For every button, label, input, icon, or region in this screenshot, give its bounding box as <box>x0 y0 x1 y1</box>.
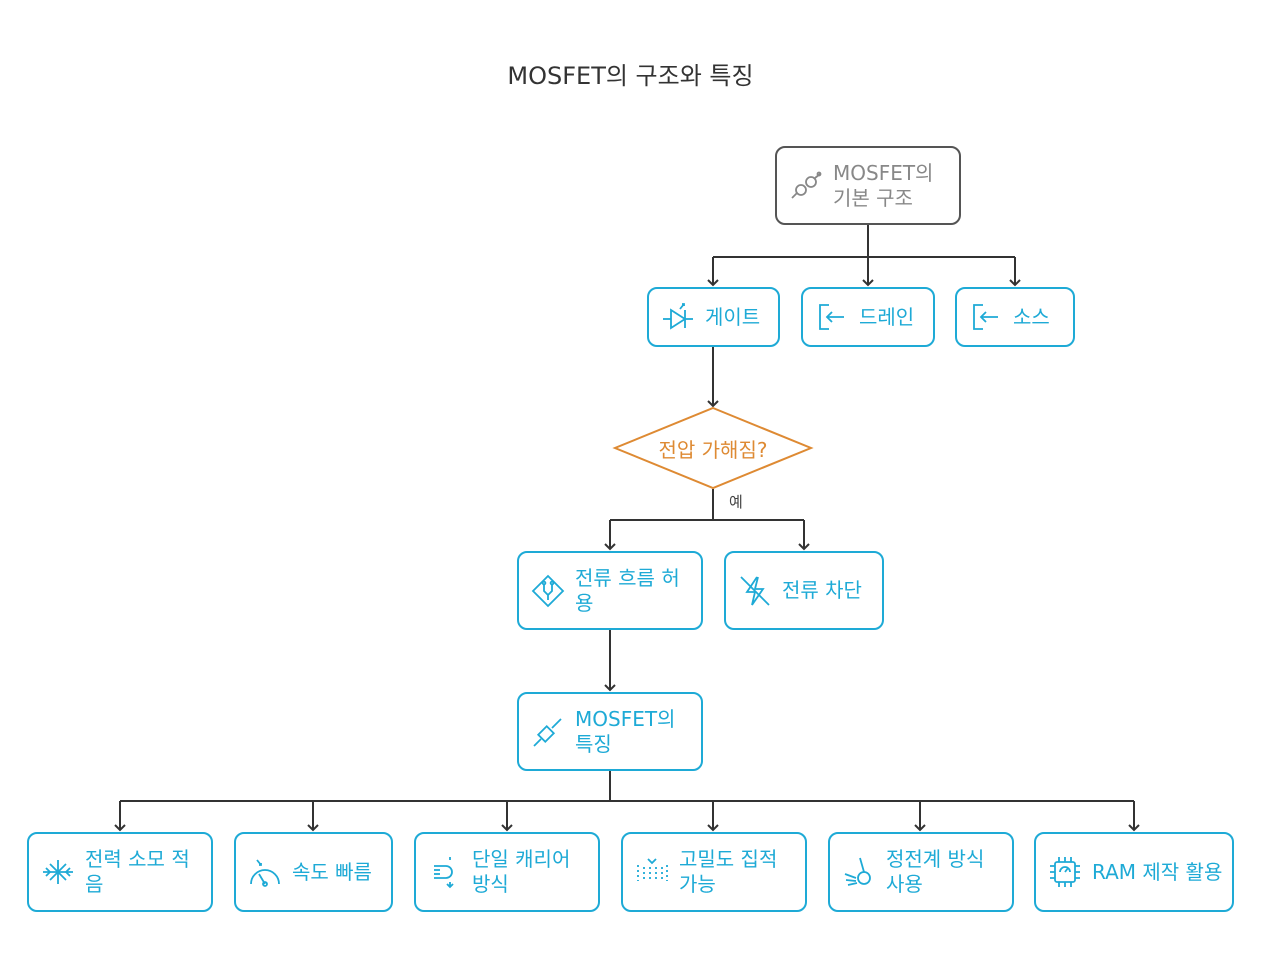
grid-dots-icon <box>635 855 669 889</box>
feature-node-single-carrier: 단일 캐리어 방식 <box>414 832 600 912</box>
feature-node-low-power: 전력 소모 적음 <box>27 832 213 912</box>
drain-node: 드레인 <box>801 287 935 347</box>
feature-label: RAM 제작 활용 <box>1092 859 1223 884</box>
feature-label: 단일 캐리어 방식 <box>472 847 571 896</box>
diagram-title: MOSFET의 구조와 특징 <box>507 62 754 90</box>
gate-node-label: 게이트 <box>705 304 761 329</box>
magnet-icon <box>428 855 462 889</box>
gate-node: 게이트 <box>647 287 780 347</box>
decision-diamond <box>612 406 814 490</box>
allow-current-node: 전류 흐름 허용 <box>517 551 703 630</box>
feature-label: 고밀도 집적 가능 <box>679 847 778 896</box>
root-node: MOSFET의 기본 구조 <box>775 146 961 225</box>
decision-label: 전압 가해짐? <box>658 438 768 462</box>
gauge-icon <box>248 855 282 889</box>
root-node-label: MOSFET의 기본 구조 <box>833 160 934 210</box>
molecule-icon <box>789 169 823 203</box>
snowflake-icon <box>41 855 75 889</box>
chip-icon <box>1048 855 1082 889</box>
feature-label: 속도 빠름 <box>292 859 372 884</box>
feature-node-electrostatic: 정전계 방식 사용 <box>828 832 1014 912</box>
login-arrow-icon <box>969 300 1003 334</box>
feature-label: 전력 소모 적음 <box>85 847 190 896</box>
feature-node-high-density: 고밀도 집적 가능 <box>621 832 807 912</box>
transistor-icon <box>661 300 695 334</box>
block-current-node: 전류 차단 <box>724 551 884 630</box>
features-node: MOSFET의 특징 <box>517 692 703 771</box>
allow-current-label: 전류 흐름 허용 <box>575 565 680 615</box>
block-current-label: 전류 차단 <box>782 578 862 602</box>
circuit-diamond-icon <box>531 574 565 608</box>
field-icon <box>842 855 876 889</box>
probe-icon <box>531 715 565 749</box>
yes-edge-label: 예 <box>729 493 743 511</box>
source-node-label: 소스 <box>1013 304 1050 329</box>
login-arrow-icon <box>815 300 849 334</box>
zap-off-icon <box>738 574 772 608</box>
feature-node-ram: RAM 제작 활용 <box>1034 832 1234 912</box>
features-node-label: MOSFET의 특징 <box>575 706 676 756</box>
feature-label: 정전계 방식 사용 <box>886 847 985 896</box>
feature-node-fast-speed: 속도 빠름 <box>234 832 393 912</box>
drain-node-label: 드레인 <box>859 304 915 329</box>
source-node: 소스 <box>955 287 1075 347</box>
